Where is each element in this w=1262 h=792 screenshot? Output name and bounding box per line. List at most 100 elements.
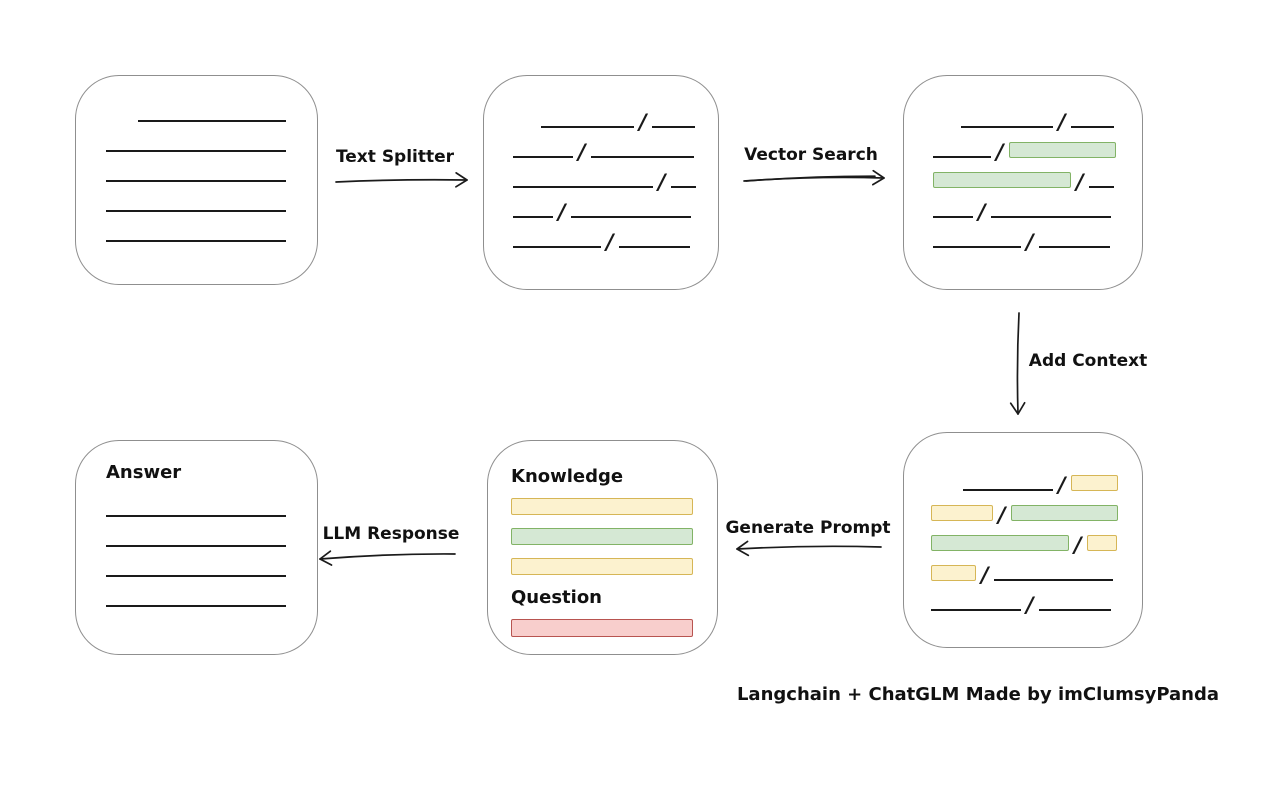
node-row (106, 577, 317, 607)
slash-separator: / (1074, 533, 1082, 557)
text-line (106, 240, 286, 242)
indent-space (106, 121, 138, 122)
node-row: Knowledge (511, 461, 717, 491)
indent-space (933, 127, 961, 128)
node-row: / (931, 491, 1142, 527)
node-row: / (513, 98, 718, 134)
arrow-head-text-splitter (455, 172, 468, 188)
node-row: / (933, 188, 1142, 224)
text-line (106, 515, 286, 517)
slash-separator: / (1058, 473, 1066, 497)
text-line (106, 605, 286, 607)
arrow-label-generate-prompt: Generate Prompt (725, 518, 891, 538)
text-line (963, 489, 1053, 491)
node-row (511, 613, 717, 643)
slash-separator: / (996, 140, 1004, 164)
text-line (513, 246, 601, 248)
arrow-label-text-splitter: Text Splitter (335, 147, 455, 167)
slash-separator: / (1058, 110, 1066, 134)
text-line (106, 150, 286, 152)
node-row (106, 122, 317, 152)
node-row (106, 152, 317, 182)
node-row: / (513, 158, 718, 194)
text-line (106, 545, 286, 547)
arrow-line2-vector-search (745, 175, 876, 182)
node-row (106, 517, 317, 547)
green-chunk (511, 527, 693, 545)
text-line (513, 216, 553, 218)
slash-separator: / (639, 110, 647, 134)
text-line (993, 579, 1113, 581)
indent-space (513, 127, 541, 128)
arrow-line-generate-prompt (736, 545, 882, 550)
text-line (138, 120, 286, 122)
node-row (106, 547, 317, 577)
node-source-document (75, 75, 318, 285)
text-line (931, 609, 1021, 611)
text-line (670, 186, 696, 188)
yellow-chunk (511, 497, 693, 515)
green-chunk (933, 172, 1071, 188)
node-row: Answer (106, 457, 317, 487)
yellow-chunk (1070, 475, 1118, 491)
green-chunk (931, 535, 1069, 551)
text-line (651, 126, 695, 128)
slash-separator: / (558, 200, 566, 224)
slash-separator: / (606, 230, 614, 254)
text-line (513, 186, 653, 188)
node-row: / (933, 158, 1142, 193)
slash-separator: / (658, 170, 666, 194)
yellow-chunk (931, 565, 976, 581)
node-label: Knowledge (511, 465, 624, 487)
text-line (106, 575, 286, 577)
slash-separator: / (998, 503, 1006, 527)
text-line (1038, 609, 1111, 611)
node-row: Question (511, 581, 717, 613)
slash-separator: / (981, 563, 989, 587)
indent-space (931, 490, 963, 491)
node-row: / (931, 461, 1142, 497)
arrow-line-add-context (1016, 312, 1020, 415)
slash-separator: / (1026, 593, 1034, 617)
red-chunk (511, 619, 693, 637)
text-line (106, 210, 286, 212)
arrow-head-generate-prompt (736, 540, 750, 557)
arrow-head-vector-search (871, 169, 885, 186)
node-row (511, 551, 717, 581)
slash-separator: / (978, 200, 986, 224)
node-row (106, 182, 317, 212)
arrow-line-text-splitter (335, 178, 468, 183)
text-line (961, 126, 1053, 128)
arrow-line-vector-search (743, 176, 885, 182)
node-row: / (933, 98, 1142, 134)
node-matched-chunks: ///// (903, 75, 1143, 290)
node-row: / (931, 521, 1142, 557)
node-answer: Answer (75, 440, 318, 655)
text-line (1088, 186, 1114, 188)
node-row: / (933, 128, 1142, 164)
node-row: / (931, 551, 1142, 587)
slash-separator: / (1026, 230, 1034, 254)
node-row (106, 212, 317, 242)
node-row: / (931, 581, 1142, 617)
arrow-head-llm-response (319, 550, 333, 566)
text-line (590, 156, 694, 158)
green-chunk (1008, 142, 1116, 158)
arrow-label-add-context: Add Context (1028, 351, 1148, 371)
yellow-chunk (1086, 535, 1117, 551)
green-chunk (1010, 505, 1118, 521)
diagram-caption: Langchain + ChatGLM Made by imClumsyPand… (736, 684, 1220, 705)
arrow-label-vector-search: Vector Search (744, 145, 878, 165)
text-line (933, 216, 973, 218)
arrow-line-llm-response (319, 553, 456, 560)
text-line (618, 246, 690, 248)
node-label: Question (511, 586, 602, 608)
node-row (106, 92, 317, 122)
text-line (933, 246, 1021, 248)
node-row: / (513, 188, 718, 224)
slash-separator: / (578, 140, 586, 164)
node-label: Answer (106, 461, 182, 483)
node-row (511, 521, 717, 551)
